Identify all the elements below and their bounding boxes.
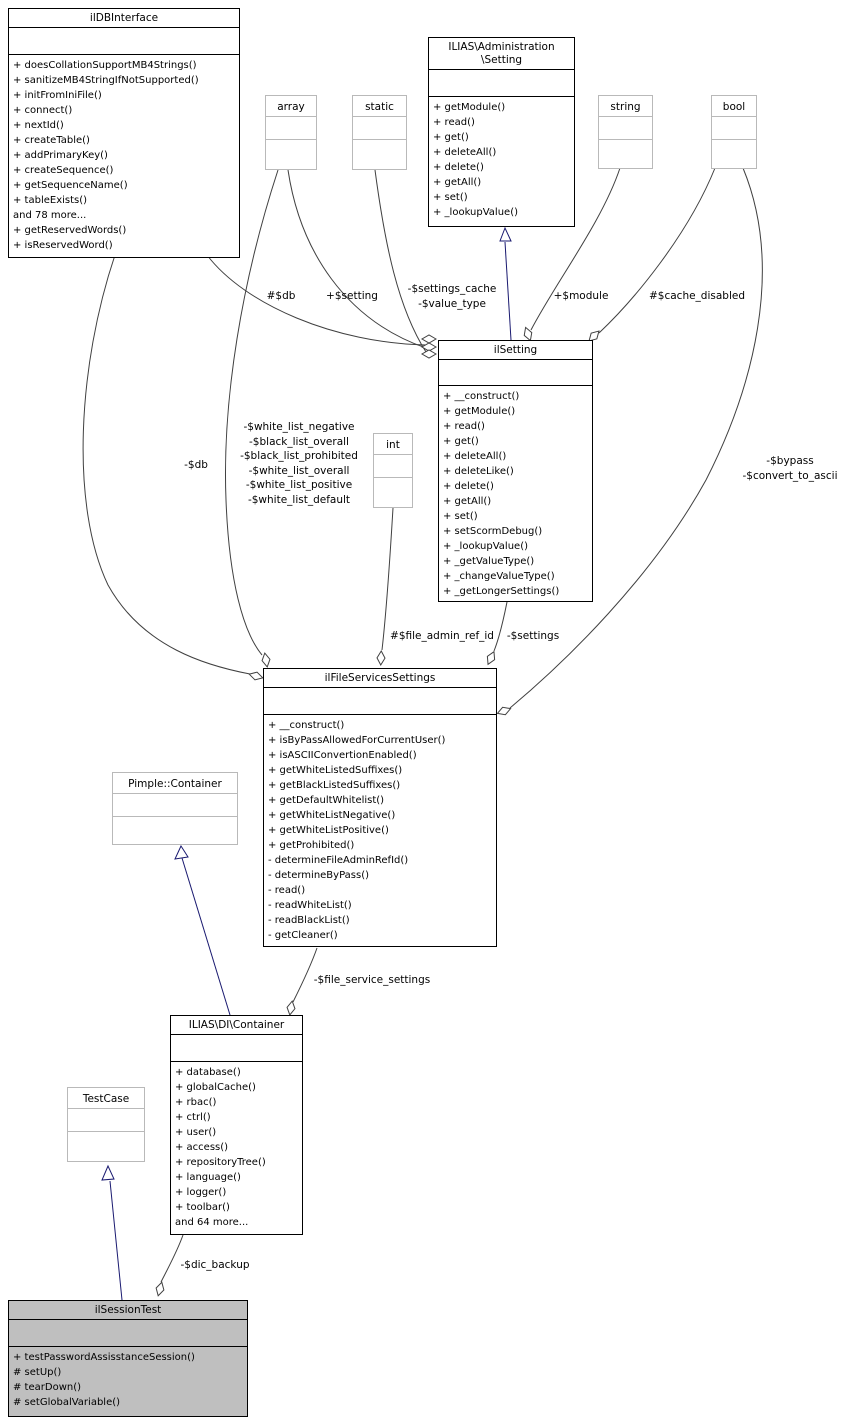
edge-db-to-ilsetting [206,254,427,346]
edge-bool-to-fileservices [509,167,763,709]
edge-db-to-fileservices [82,254,251,675]
class-string[interactable]: string [598,95,653,169]
attributes-compartment [439,360,592,386]
class-ilias-administration-setting[interactable]: ILIAS\Administration \Setting + getModul… [428,37,575,227]
edge-label-bypass: -$bypass -$convert_to_ascii [742,455,838,482]
methods-compartment: + testPasswordAssisstanceSession() # set… [9,1347,247,1416]
methods-compartment: + database() + globalCache() + rbac() + … [175,1067,266,1228]
methods-compartment: + __construct() + getModule() + read() +… [443,391,560,597]
diamond-settings-cache [420,349,438,359]
class-title: int [374,434,412,455]
class-title: ILIAS\Administration \Setting [429,38,574,70]
diamond-cache-disabled [588,330,600,342]
arrow-sessiontest-inherits [101,1164,115,1181]
methods-compartment [113,817,237,844]
methods-compartment [374,478,412,507]
edge-int-to-fileservices [381,507,394,651]
attributes-compartment [266,117,316,140]
edge-label-white-lists: -$white_list_negative -$black_list_overa… [240,421,358,506]
edge-label-cache-disabled: #$cache_disabled [648,290,746,302]
class-title: Pimple::Container [113,773,237,794]
attributes-compartment [429,70,574,97]
edge-dicontainer-inherits [181,857,231,1016]
class-static[interactable]: static [352,95,407,170]
attributes-compartment [712,117,756,140]
edge-label-setting: +$setting [326,290,378,302]
edge-array-to-ilsetting [287,169,427,349]
methods-compartment: + __construct() + isByPassAllowedForCurr… [268,720,446,941]
attributes-compartment [9,1320,247,1347]
diamond-bypass [496,706,512,716]
class-title: string [599,96,652,117]
edge-static-to-ilsetting [374,169,427,353]
attributes-compartment [171,1035,302,1062]
diamond-setting [420,342,438,352]
diamond-module [523,326,533,342]
diamond-db-file [248,671,264,681]
attributes-compartment [9,28,239,55]
class-title: TestCase [68,1088,144,1109]
class-ilias-di-container[interactable]: ILIAS\DI\Container + database() + global… [170,1015,303,1235]
class-title: bool [712,96,756,117]
edge-label-file-service-settings: -$file_service_settings [313,974,431,986]
attributes-compartment [374,455,412,478]
class-array[interactable]: array [265,95,317,170]
attributes-compartment [599,117,652,140]
class-title: static [353,96,406,117]
class-testcase[interactable]: TestCase [67,1087,145,1162]
methods-compartment: + getModule() + read() + get() + deleteA… [433,102,519,218]
diamond-settings-member [486,650,496,666]
diamond-file-admin-ref-id [376,649,386,667]
class-title: ilFileServicesSettings [264,669,496,688]
class-ildbinterface[interactable]: ilDBInterface + doesCollationSupportMB4S… [8,8,240,258]
arrow-dicontainer-inherits [174,844,189,860]
methods-compartment [599,140,652,168]
edge-dicontainer-to-sessiontest [160,1234,184,1283]
edge-bool-to-ilsetting [598,167,716,334]
edge-fileservices-to-dicontainer [292,947,318,1003]
edge-label-db: #$db [266,290,296,302]
edge-label-db-file: -$db [184,459,208,471]
class-title: ilDBInterface [9,9,239,28]
diamond-file-service-settings [286,1000,296,1016]
methods-compartment [353,140,406,169]
methods-compartment: + doesCollationSupportMB4Strings() + san… [13,60,199,251]
edge-ilsetting-to-fileservices [493,601,508,652]
class-title: ilSetting [439,341,592,360]
attributes-compartment [264,688,496,715]
class-ilsetting[interactable]: ilSetting + __construct() + getModule() … [438,340,593,602]
edge-label-dic-backup: -$dic_backup [180,1259,250,1271]
class-title: array [266,96,316,117]
edge-label-file-admin-ref-id: #$file_admin_ref_id [390,630,494,642]
arrow-ilsetting-inherits [499,226,512,242]
edge-array-to-fileservices [225,169,279,656]
attributes-compartment [353,117,406,140]
diamond-dic-backup [155,1281,165,1297]
class-pimple-container[interactable]: Pimple::Container [112,772,238,845]
attributes-compartment [113,794,237,817]
class-bool[interactable]: bool [711,95,757,169]
class-title: ILIAS\DI\Container [171,1016,302,1035]
methods-compartment [712,140,756,168]
class-title: ilSessionTest [9,1301,247,1320]
class-ilfileservicessettings[interactable]: ilFileServicesSettings + __construct() +… [263,668,497,947]
attributes-compartment [68,1109,144,1132]
edge-sessiontest-inherits [109,1180,123,1301]
edge-string-to-ilsetting [530,167,621,331]
edge-label-settings-cache: -$settings_cache -$value_type [407,283,497,310]
edge-label-module: +$module [553,290,609,302]
diamond-db [420,334,438,344]
class-ilsessiontest[interactable]: ilSessionTest + testPasswordAssisstanceS… [8,1300,248,1417]
diamond-white-lists [261,652,271,668]
methods-compartment [68,1132,144,1161]
methods-compartment [266,140,316,169]
class-int[interactable]: int [373,433,413,508]
edge-label-settings: -$settings [506,630,560,642]
edge-ilsetting-inherits [504,241,512,341]
